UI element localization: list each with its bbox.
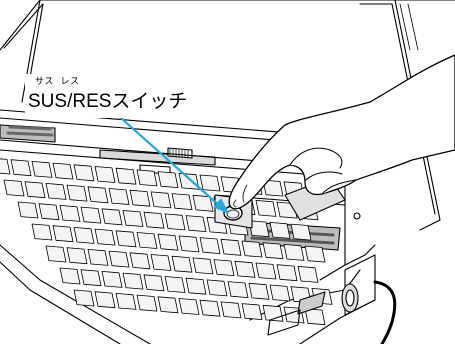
keyboard-key: [199, 237, 221, 254]
keyboard-key: [185, 277, 207, 295]
keyboard-key: [129, 189, 151, 207]
keyboard-key: [206, 279, 228, 297]
keyboard-key: [136, 169, 158, 187]
keyboard-key: [178, 172, 200, 190]
keyboard-key: [220, 238, 242, 256]
keyboard-key: [150, 254, 172, 271]
keyboard-key: [178, 235, 200, 253]
keyboard-key: [157, 296, 179, 314]
keyboard-key: [241, 303, 263, 320]
keyboard-key: [31, 161, 53, 178]
keyboard-key: [164, 276, 186, 293]
keyboard-key: [52, 225, 74, 243]
keyboard-key: [24, 181, 46, 199]
keyboard-keys: [0, 158, 333, 326]
keyboard-key: [0, 158, 11, 175]
keyboard-key: [115, 293, 137, 310]
keyboard-key: [101, 271, 123, 288]
keyboard-key: [73, 164, 95, 182]
keyboard-key: [262, 179, 284, 197]
keyboard-key: [115, 167, 137, 185]
keyboard-key: [269, 222, 291, 239]
keyboard-key: [10, 159, 32, 177]
keyboard-key: [129, 252, 151, 270]
keyboard-key: [304, 308, 326, 326]
keyboard-key: [199, 174, 221, 192]
keyboard-key: [192, 257, 214, 275]
keyboard-key: [241, 240, 263, 258]
keyboard-key: [227, 281, 249, 298]
keyboard-key: [213, 259, 235, 276]
keyboard-key: [143, 274, 165, 292]
speaker-left: [0, 124, 56, 143]
keyboard-key: [157, 233, 179, 251]
keyboard-key: [297, 266, 319, 283]
keyboard-key: [38, 203, 60, 221]
keyboard-key: [108, 188, 130, 205]
keyboard-key: [3, 179, 25, 197]
keyboard-key: [269, 284, 291, 302]
keyboard-key: [150, 191, 172, 209]
keyboard-key: [171, 255, 193, 273]
keyboard-key: [94, 166, 116, 183]
keyboard-key: [115, 230, 137, 248]
keyboard-key: [17, 201, 39, 219]
keyboard-key: [290, 223, 312, 241]
keyboard-key: [143, 211, 165, 229]
keyboard-key: [255, 262, 277, 280]
callout-arrow: [110, 108, 229, 214]
power-cable: [373, 280, 397, 344]
keyboard-key: [178, 298, 200, 315]
keyboard-key: [276, 264, 298, 282]
keyboard-key: [59, 205, 81, 222]
keyboard-key: [262, 242, 284, 260]
keyboard-key: [45, 245, 67, 263]
callout-background: [25, 74, 200, 118]
keyboard-key: [199, 299, 221, 317]
keyboard-key: [80, 269, 102, 287]
keyboard-key: [94, 228, 116, 246]
keyboard-key: [80, 206, 102, 224]
keyboard-key: [171, 193, 193, 210]
keyboard-key: [234, 260, 256, 278]
keyboard-key: [108, 250, 130, 268]
keyboard-key: [87, 186, 109, 204]
callout-label: SUS/RESスイッチ: [28, 91, 188, 112]
keyboard-key: [66, 247, 88, 265]
keyboard-key: [122, 272, 144, 290]
hand-illustration: [228, 54, 455, 210]
keyboard-key: [283, 244, 305, 261]
keyboard-key: [59, 267, 81, 285]
keyboard-key: [73, 289, 95, 307]
keyboard-key: [122, 210, 144, 227]
keyboard-key: [185, 215, 207, 232]
callout-ruby: サス レス: [35, 77, 80, 87]
keyboard-key: [45, 183, 67, 200]
keyboard-key: [157, 171, 179, 188]
keyboard-key: [31, 223, 53, 241]
keyboard-key: [136, 232, 158, 249]
keyboard-key: [255, 200, 277, 217]
keyboard-key: [136, 294, 158, 312]
keyboard-key: [248, 220, 270, 238]
keyboard-key: [220, 301, 242, 319]
keyboard-key: [304, 245, 326, 263]
keyboard-key: [164, 213, 186, 231]
keyboard-key: [66, 184, 88, 202]
keyboard-key: [248, 282, 270, 300]
keyboard-key: [87, 249, 109, 266]
keyboard-key: [192, 194, 214, 212]
keyboard-key: [94, 291, 116, 309]
keyboard-key: [73, 227, 95, 244]
keyboard-key: [52, 162, 74, 180]
keyboard-key: [101, 208, 123, 226]
